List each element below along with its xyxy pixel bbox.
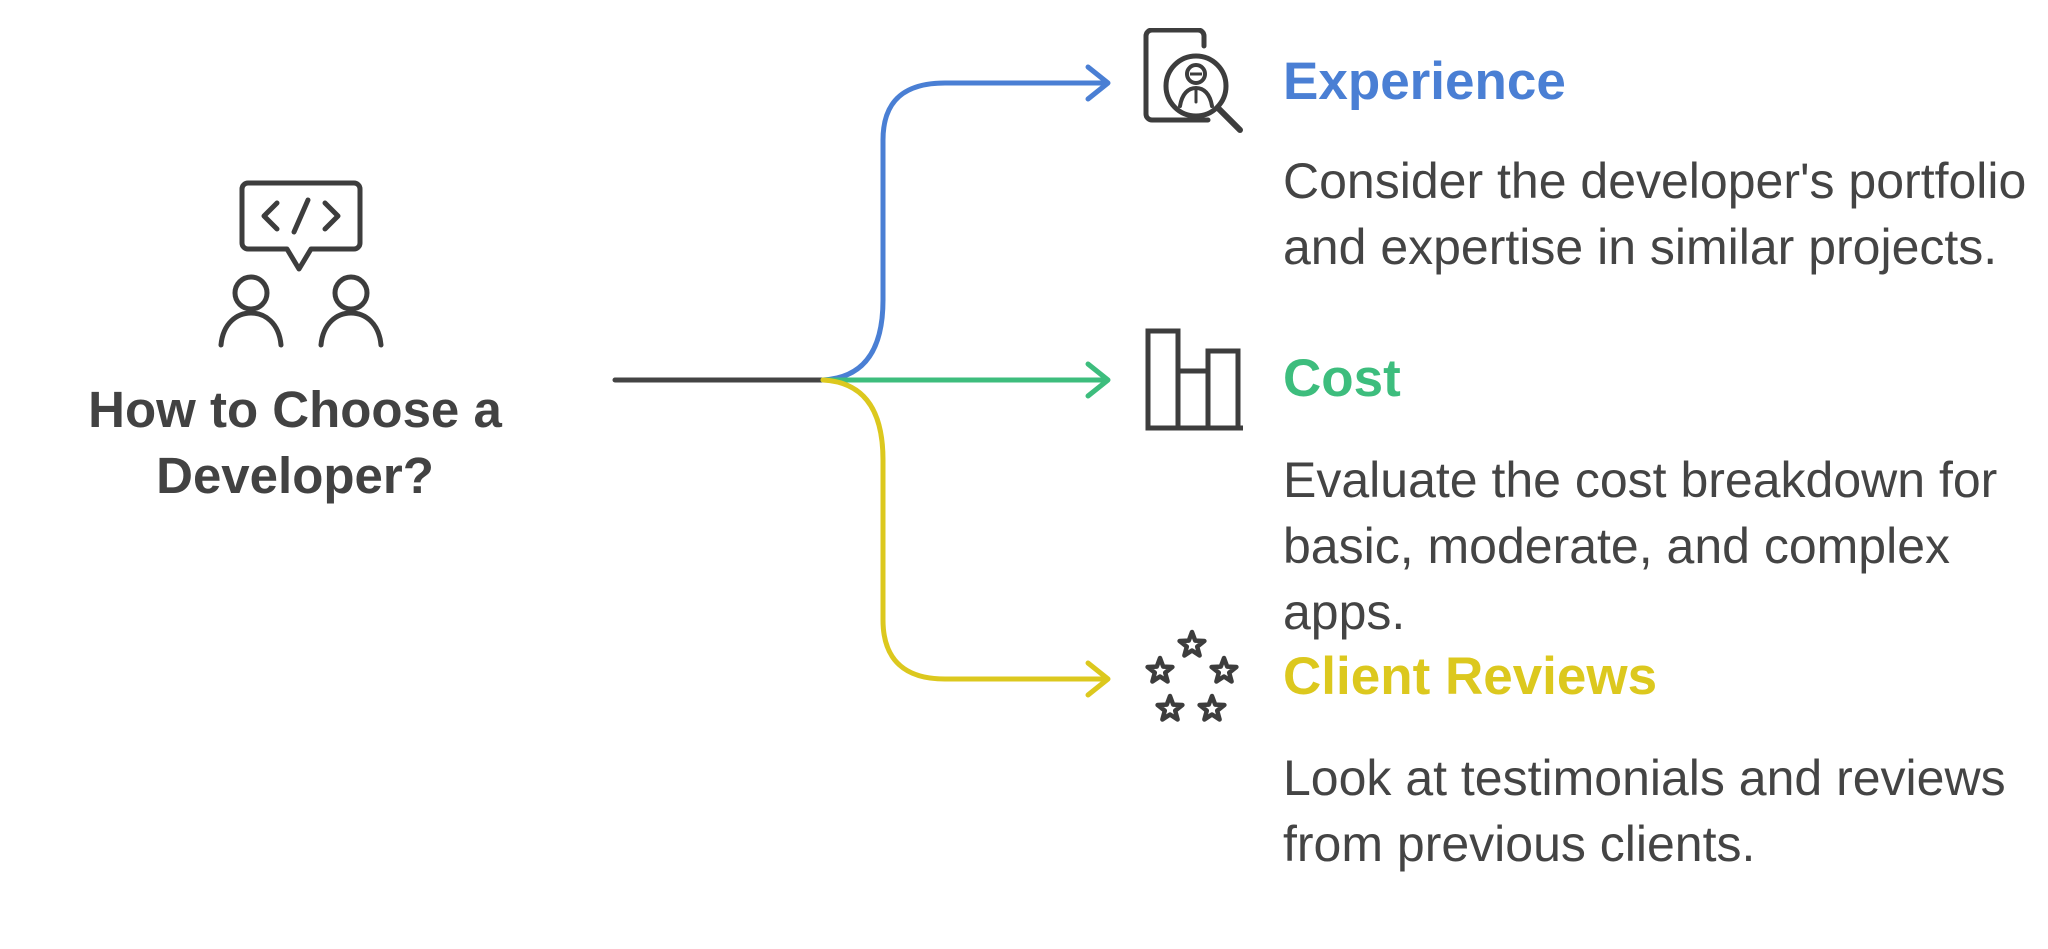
stars-icon <box>1140 625 1250 735</box>
star-shape <box>1212 658 1237 682</box>
branch-title-experience: Experience <box>1283 52 1566 111</box>
star-shape <box>1200 696 1225 720</box>
branch-connector-experience <box>823 83 1105 380</box>
branch-title-client-reviews: Client Reviews <box>1283 647 1658 706</box>
star-shape <box>1158 696 1183 720</box>
branch-description-client-reviews: Look at testimonials and reviews from pr… <box>1283 750 2006 872</box>
branch-title-cost: Cost <box>1283 349 1401 408</box>
branch-description-experience: Consider the developer's portfolio and e… <box>1283 153 2027 275</box>
profile-search-icon <box>1140 28 1250 138</box>
branch-connector-client-reviews <box>823 380 1105 679</box>
bar-chart-icon <box>1140 325 1250 435</box>
arrowhead-experience <box>1088 67 1108 99</box>
branch-description-cost: Evaluate the cost breakdown for basic, m… <box>1283 452 1998 640</box>
star-shape <box>1148 658 1173 682</box>
code-chat-people-icon <box>211 175 387 351</box>
arrowhead-cost <box>1088 364 1108 396</box>
arrowhead-client-reviews <box>1088 663 1108 695</box>
star-shape <box>1180 632 1205 656</box>
diagram-title: How to Choose a Developer? <box>88 381 502 504</box>
